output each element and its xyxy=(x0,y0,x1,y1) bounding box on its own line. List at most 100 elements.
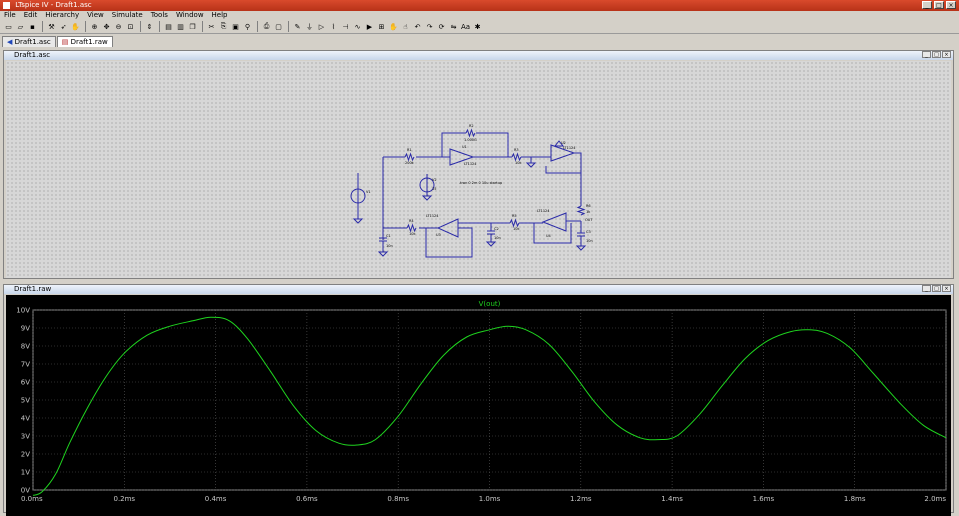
u1-name-label: U1 xyxy=(462,145,467,149)
control-panel-icon[interactable]: ⚒ xyxy=(48,22,55,31)
schematic-restore-button[interactable]: □ xyxy=(932,51,941,58)
schematic-drawing: R1 200k R2 1.000G R3 10k R4 10k R5 10k R… xyxy=(350,124,593,258)
pan-icon[interactable]: ✥ xyxy=(103,22,110,31)
close-button[interactable]: × xyxy=(946,1,956,9)
voltage-source-v1[interactable] xyxy=(350,188,366,204)
y-tick-label: 3V xyxy=(21,433,30,441)
capacitor-c2[interactable] xyxy=(487,230,495,235)
cascade-icon[interactable]: ❐ xyxy=(189,22,196,31)
wire[interactable] xyxy=(441,132,466,157)
find-icon[interactable]: ⚲ xyxy=(244,22,251,31)
label-icon[interactable]: ▷ xyxy=(318,22,325,31)
drag-icon[interactable]: ☝ xyxy=(403,22,408,31)
menu-tools[interactable]: Tools xyxy=(150,11,168,19)
redo-icon[interactable]: ↷ xyxy=(426,22,433,31)
resistor-r2[interactable] xyxy=(465,128,476,138)
wire[interactable] xyxy=(574,152,582,206)
x-tick-label: 0.6ms xyxy=(296,495,318,503)
supply-arrow xyxy=(553,140,565,147)
menu-simulate[interactable]: Simulate xyxy=(111,11,143,19)
y-tick-label: 1V xyxy=(21,469,30,477)
r4-name-label: R4 xyxy=(409,219,414,223)
menu-edit[interactable]: Edit xyxy=(23,11,38,19)
opamp-u2[interactable] xyxy=(550,144,576,162)
wire[interactable] xyxy=(545,166,581,174)
opamp-u4[interactable] xyxy=(541,212,567,232)
ground-icon xyxy=(485,241,497,247)
rotate-icon[interactable]: ⟳ xyxy=(438,22,445,31)
print-preview-icon[interactable]: ▢ xyxy=(275,22,282,31)
toolbar-separator xyxy=(288,21,289,32)
minimize-button[interactable]: _ xyxy=(922,1,932,9)
u4-name-label: U4 xyxy=(546,234,552,238)
resistor-r1[interactable] xyxy=(404,152,415,162)
wire-icon[interactable]: ✎ xyxy=(294,22,301,31)
zoom-out-icon[interactable]: ⊖ xyxy=(115,22,122,31)
r3-value-label: 10k xyxy=(515,161,522,165)
opamp-u1[interactable] xyxy=(449,148,475,166)
zoom-fit-icon[interactable]: ⊡ xyxy=(127,22,134,31)
cut-icon[interactable]: ✂ xyxy=(208,22,215,31)
capacitor-icon[interactable]: ⊣ xyxy=(342,22,349,31)
resistor-r6[interactable] xyxy=(576,205,586,216)
wire[interactable] xyxy=(476,132,509,157)
text-icon[interactable]: Aa xyxy=(460,22,471,31)
move-icon[interactable]: ✋ xyxy=(389,22,398,31)
resistor-r3[interactable] xyxy=(511,152,522,162)
tile-vertical-icon[interactable]: ▥ xyxy=(177,22,184,31)
menu-help[interactable]: Help xyxy=(211,11,228,19)
new-schematic-icon[interactable]: ▭ xyxy=(5,22,12,31)
inductor-icon[interactable]: ∿ xyxy=(354,22,361,31)
mirror-icon[interactable]: ⇋ xyxy=(450,22,457,31)
schematic-canvas[interactable]: R1 200k R2 1.000G R3 10k R4 10k R5 10k R… xyxy=(6,61,951,278)
paste-icon[interactable]: ▣ xyxy=(232,22,239,31)
maximize-button[interactable]: □ xyxy=(934,1,944,9)
ground-icon xyxy=(421,195,433,201)
wire[interactable] xyxy=(425,227,473,258)
tab-draft1-asc[interactable]: ◀ Draft1.asc xyxy=(2,36,56,47)
r6-name-label: R6 xyxy=(586,204,591,208)
schematic-close-button[interactable]: × xyxy=(942,51,951,58)
run-icon[interactable]: ➶ xyxy=(60,22,67,31)
print-icon[interactable]: ⎙ xyxy=(263,22,270,30)
diode-icon[interactable]: ▶ xyxy=(366,22,373,31)
waveform-restore-button[interactable]: □ xyxy=(932,285,941,292)
resistor-icon[interactable]: ⌇ xyxy=(331,22,336,31)
voltage-source-v2[interactable] xyxy=(419,177,435,193)
component-icon[interactable]: ⊞ xyxy=(378,22,385,31)
capacitor-c3[interactable] xyxy=(577,232,585,237)
zoom-in-icon[interactable]: ⊕ xyxy=(91,22,98,31)
resistor-r4[interactable] xyxy=(406,223,417,233)
u1-part-label: LT1124 xyxy=(464,162,477,166)
undo-icon[interactable]: ↶ xyxy=(414,22,421,31)
menu-hierarchy[interactable]: Hierarchy xyxy=(45,11,80,19)
resistor-r5[interactable] xyxy=(509,218,520,228)
opamp-u3[interactable] xyxy=(436,218,459,238)
tile-horizontal-icon[interactable]: ▤ xyxy=(165,22,172,31)
r5-value-label: 10k xyxy=(513,227,520,231)
schematic-minimize-button[interactable]: _ xyxy=(922,51,931,58)
menu-file[interactable]: File xyxy=(4,11,16,19)
x-tick-label: 1.0ms xyxy=(479,495,501,503)
halt-icon[interactable]: ✋ xyxy=(71,22,80,31)
spice-directive[interactable]: .tran 0 2m 0 10u startup xyxy=(459,181,503,185)
c2-value-label: 10n xyxy=(494,236,501,240)
copy-icon[interactable]: ⎘ xyxy=(220,22,227,30)
ground-icon[interactable]: ⏚ xyxy=(306,22,313,31)
wire[interactable] xyxy=(533,223,572,244)
c2-name-label: C2 xyxy=(494,227,499,231)
tab-draft1-raw[interactable]: ▤ Draft1.raw xyxy=(56,36,113,47)
spice-directive-icon[interactable]: ✱ xyxy=(474,22,481,31)
waveform-close-button[interactable]: × xyxy=(942,285,951,292)
autorange-icon[interactable]: ⇕ xyxy=(146,22,153,31)
menu-window[interactable]: Window xyxy=(175,11,204,19)
menu-view[interactable]: View xyxy=(87,11,104,19)
c1-name-label: C1 xyxy=(386,234,391,238)
waveform-minimize-button[interactable]: _ xyxy=(922,285,931,292)
x-tick-label: 1.6ms xyxy=(753,495,775,503)
schematic-window-title: Draft1.asc xyxy=(14,51,51,59)
save-icon[interactable]: ▪ xyxy=(30,22,35,31)
open-icon[interactable]: ▱ xyxy=(17,22,24,31)
